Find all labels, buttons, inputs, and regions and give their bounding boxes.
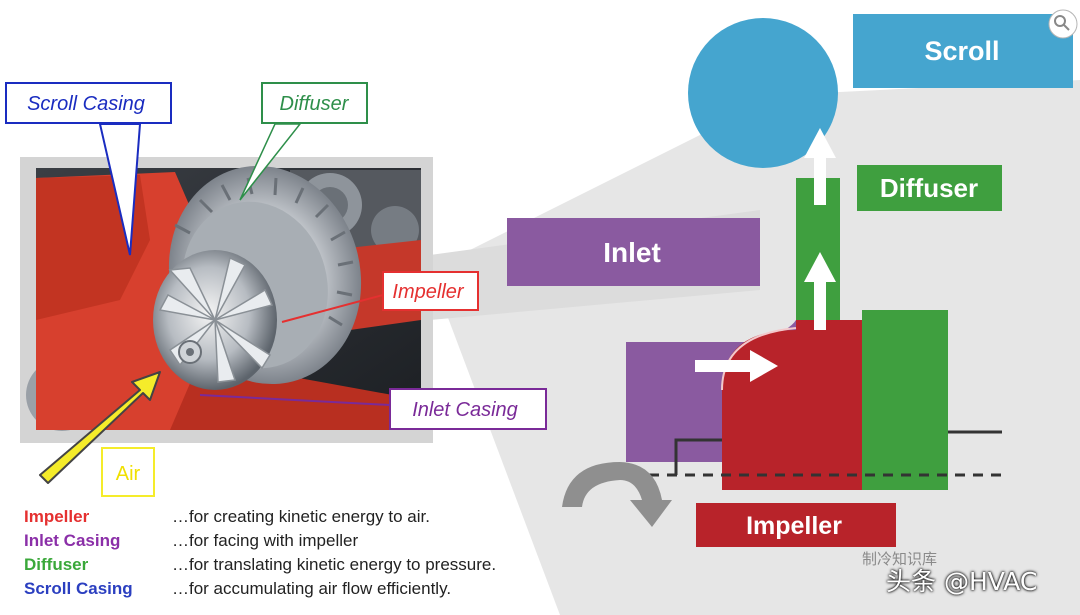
diffuser-callout-box (261, 82, 368, 124)
scroll-circle (688, 18, 838, 168)
scroll-label-box (853, 14, 1073, 88)
diffuser-callout: Diffuser (280, 93, 350, 115)
legend-description: …for facing with impeller (172, 531, 359, 550)
legend-description: …for accumulating air flow efficiently. (172, 579, 452, 598)
inlet-flow-arrow (695, 350, 778, 382)
scroll-casing-callout-box (5, 82, 172, 124)
impeller-label: Impeller (746, 512, 842, 540)
impeller-outline (674, 438, 722, 475)
rotation-arrow (562, 462, 672, 527)
impeller-label-box (696, 503, 896, 547)
impeller-callout-box (382, 271, 479, 311)
scroll-casing-callout: Scroll Casing (27, 93, 145, 115)
legend-term: Impeller (24, 507, 90, 526)
watermark-faint: 制冷知识库 (862, 550, 938, 568)
air-arrow (39, 371, 161, 484)
air-callout: Air (116, 463, 141, 485)
inlet-label: Inlet (603, 237, 661, 268)
flow-arrows (695, 128, 836, 382)
legend-description: …for creating kinetic energy to air. (172, 507, 430, 526)
watermark: 头条 @HVAC (886, 567, 1038, 596)
legend-term: Inlet Casing (24, 531, 121, 550)
diffuser-block (862, 310, 948, 490)
inlet-label-box (507, 218, 760, 286)
legend-row: Diffuser …for translating kinetic energy … (24, 554, 496, 576)
legend-row: Scroll Casing …for accumulating air flow … (24, 578, 451, 600)
inlet-casing-callout-box (389, 388, 547, 430)
legend-description: …for translating kinetic energy to press… (172, 555, 497, 574)
legend-term: Diffuser (24, 555, 89, 574)
inlet-casing-callout: Inlet Casing (412, 399, 518, 421)
diffuser-label: Diffuser (880, 173, 978, 203)
legend-row: Inlet Casing …for facing with impeller (24, 530, 358, 552)
scroll-flow-arrow (804, 128, 836, 205)
air-callout-box (101, 447, 155, 497)
blower-photo (26, 165, 421, 431)
legend-row: Impeller …for creating kinetic energy to … (24, 506, 430, 528)
scroll-label: Scroll (924, 36, 999, 66)
diffuser-label-box (857, 165, 1002, 211)
impeller-callout: Impeller (392, 281, 464, 303)
legend-term: Scroll Casing (24, 579, 133, 598)
callout-pointers (98, 123, 391, 406)
search-lens-icon[interactable] (1048, 9, 1078, 39)
diffuser-flow-arrow (804, 252, 836, 330)
